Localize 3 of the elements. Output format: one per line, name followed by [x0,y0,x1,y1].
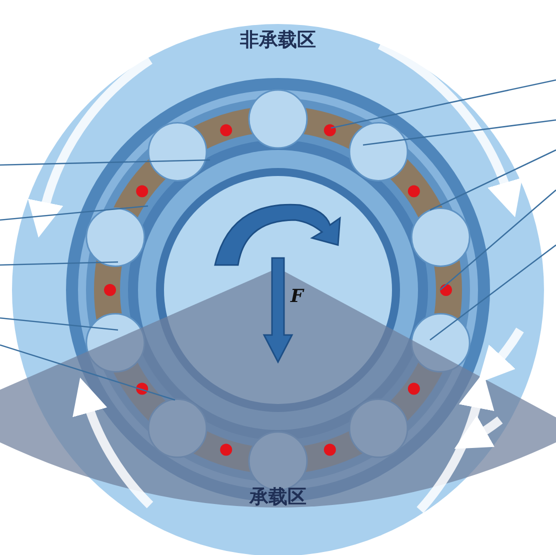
force-label: F [290,288,304,306]
zone-label: 非承载区 [240,30,316,50]
zone-label: 承载区 [250,488,306,506]
